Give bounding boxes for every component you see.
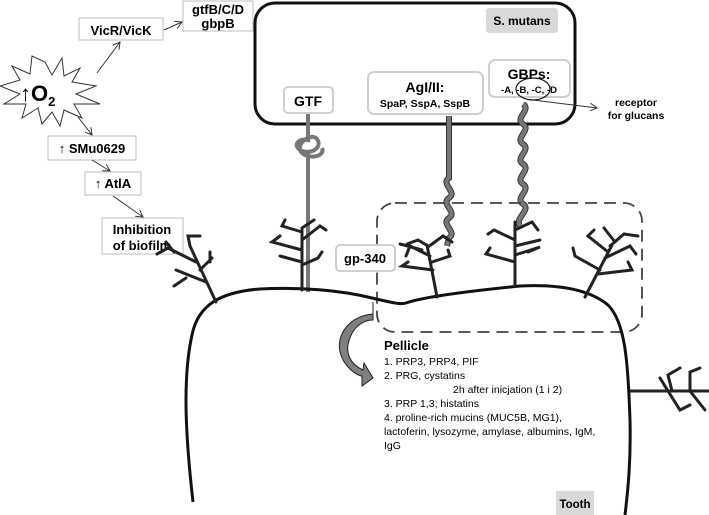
gp340-box: gp-340 xyxy=(335,244,396,272)
vicrk-label: VicR/VicK xyxy=(91,23,153,38)
glycoprotein-tree-1 xyxy=(155,234,218,304)
pellicle-arrow xyxy=(338,302,374,387)
vicrk-box: VicR/VicK xyxy=(78,17,164,41)
s-mutans-label-bg xyxy=(486,8,558,33)
gtf-genes-line1: gtfB/C/D xyxy=(192,2,244,17)
arrow-receptor xyxy=(532,99,597,108)
arrow-vicrk-gtf xyxy=(163,22,182,31)
inhibition-line1: Inhibition xyxy=(113,222,172,237)
arrow-o2-vicrk xyxy=(96,42,120,74)
pellicle-line: 3. PRP 1,3; histatins xyxy=(384,398,479,410)
adhesion-region xyxy=(376,202,643,333)
gp340-label: gp-340 xyxy=(344,251,386,266)
tooth-label-box: Tooth xyxy=(556,491,594,515)
glycoprotein-tree-2 xyxy=(268,218,328,292)
pellicle-line: 2. PRG, cystatins xyxy=(384,370,465,382)
tooth-label: Tooth xyxy=(559,499,590,511)
gtf-label: GTF xyxy=(294,93,322,109)
gbp-title: GBPs: xyxy=(508,66,551,82)
pellicle-line: lactoferin, lysozyme, amylase, albumins,… xyxy=(384,426,595,438)
arrow-o2-smu0629 xyxy=(77,116,92,135)
o2-label: ↑O2 xyxy=(20,81,55,109)
pellicle-line: 1. PRP3, PRP4, PIF xyxy=(384,356,479,368)
pellicle-list: Pellicle 1. PRP3, PRP4, PIF 2. PRG, cyst… xyxy=(384,338,595,452)
pellicle-line: 2h after inicjation (1 i 2) xyxy=(453,384,562,396)
pellicle-title: Pellicle xyxy=(384,338,429,353)
gtf-genes-box: gtfB/C/D gbpB xyxy=(182,0,254,32)
receptor-line1: receptor xyxy=(615,97,657,109)
arrow-smu0629-atla xyxy=(91,159,110,171)
regulation-arrows xyxy=(77,22,182,217)
gtf-box: GTF xyxy=(283,86,334,114)
receptor-line2: for glucans xyxy=(608,110,665,122)
glycoprotein-tree-5 xyxy=(571,226,640,299)
glycoprotein-tree-4 xyxy=(483,220,542,288)
agi-box: AgI/II: SpaP, SspA, SspB xyxy=(367,71,484,115)
pellicle-line: IgG xyxy=(384,440,401,452)
oxygen-burst: ↑O2 xyxy=(0,55,101,128)
gbp-list: -A, -B, -C, -D xyxy=(501,85,557,96)
glycoprotein-tree-6 xyxy=(629,366,709,412)
agi-list: SpaP, SspA, SspB xyxy=(380,98,471,110)
inhibition-box: Inhibition of biofilm xyxy=(101,217,184,255)
gtf-genes-line2: gbpB xyxy=(201,16,234,31)
agi-title: AgI/II: xyxy=(406,79,445,95)
inhibition-line2: of biofilm xyxy=(113,238,172,253)
gtf-stem xyxy=(294,114,325,292)
s-mutans-label: S. mutans xyxy=(493,14,551,28)
smu0629-box: ↑ SMu0629 xyxy=(47,135,137,161)
smu0629-label: ↑ SMu0629 xyxy=(59,141,125,156)
tooth-outline xyxy=(184,284,632,515)
atla-box: ↑ AtlA xyxy=(84,171,142,196)
glycoprotein-tree-3 xyxy=(397,234,454,299)
agi-stem xyxy=(443,116,455,247)
pellicle-line: 4. proline-rich mucins (MUC5B, MG1), xyxy=(384,412,562,424)
gbp-box: GBPs: -A, -B, -C, -D xyxy=(488,59,571,101)
gbp-stem xyxy=(515,101,529,228)
atla-label: ↑ AtlA xyxy=(95,176,132,191)
arrow-atla-inhibition xyxy=(112,195,143,217)
